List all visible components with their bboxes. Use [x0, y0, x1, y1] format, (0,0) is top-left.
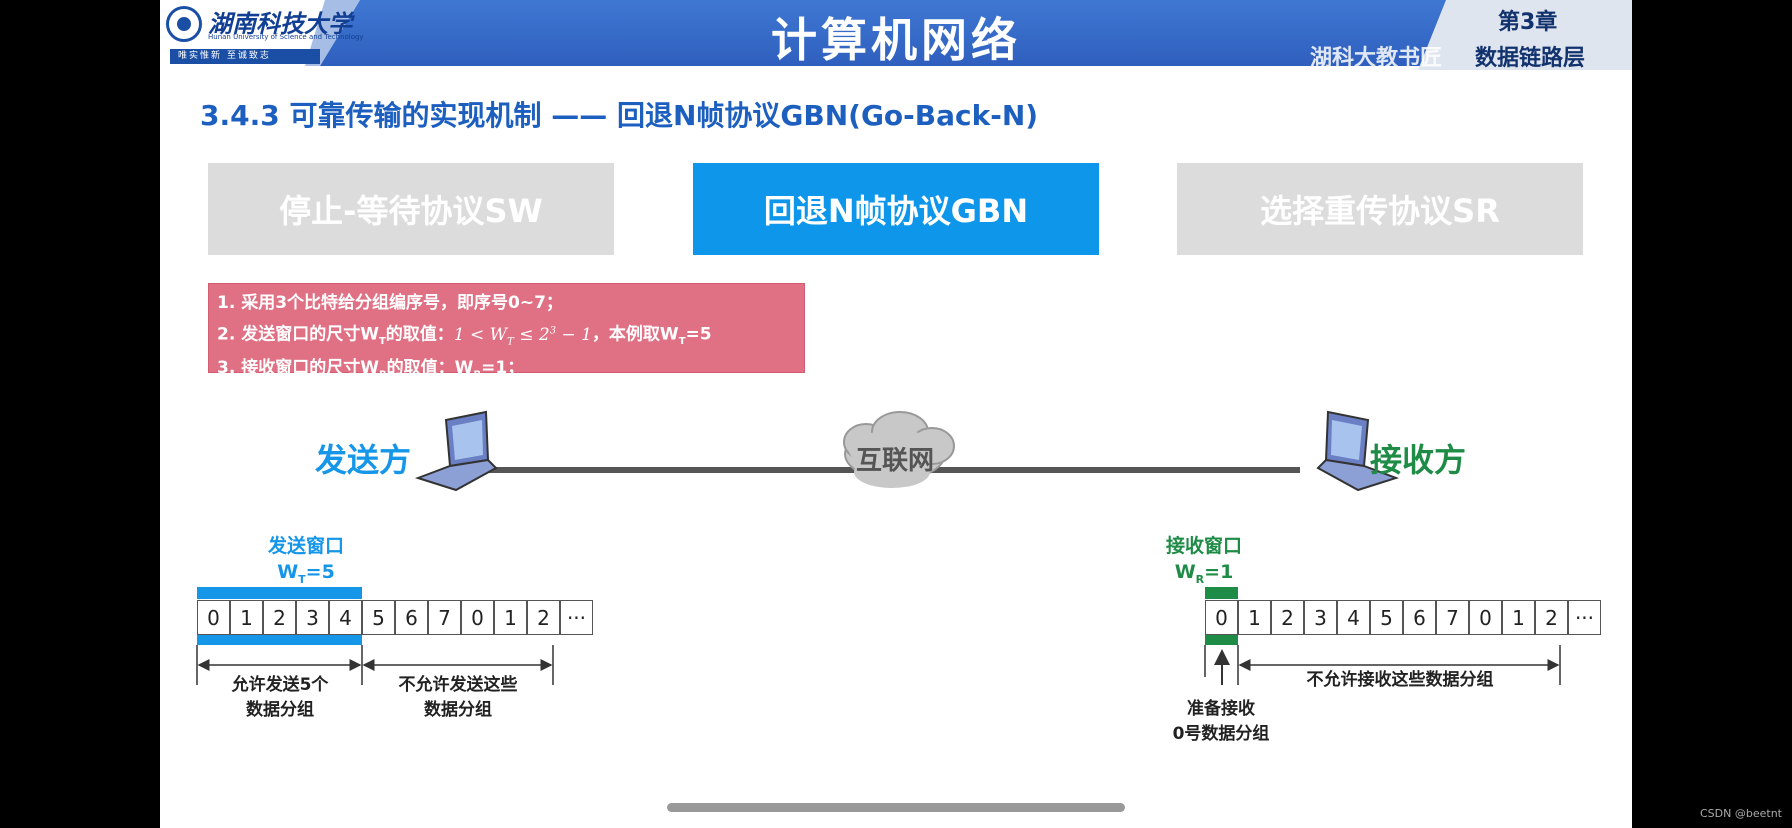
sender-seq-cell: 4: [329, 600, 362, 635]
tab-go-back-n[interactable]: 回退N帧协议GBN: [693, 163, 1099, 255]
sender-seq-cell: ···: [560, 600, 593, 635]
university-name-cn: 湖南科技大学: [208, 9, 352, 38]
note-line-3-mid: 的取值：W: [386, 358, 474, 379]
note-line-2-sub: T: [378, 336, 386, 348]
sender-seq-cell: 0: [461, 600, 494, 635]
sender-label: 发送方: [315, 441, 412, 479]
formula-sub: T: [507, 336, 514, 348]
note-line-2-suffix-sub: T: [678, 336, 686, 348]
csdn-credit: CSDN @beetnt: [1700, 807, 1782, 820]
receiver-range-arrows: [1204, 645, 1561, 685]
sender-window-size-label: W: [277, 561, 299, 583]
sender-range-arrows: [196, 645, 554, 685]
sender-denied-line-1: 不允许发送这些: [398, 675, 518, 695]
sender-window-bar-top: [197, 587, 362, 599]
note-line-2-suffix: ，本例取W: [591, 324, 679, 345]
formula-part-2: ≤ 2: [513, 324, 550, 345]
home-indicator[interactable]: [667, 803, 1125, 812]
network-diagram: [414, 410, 1400, 492]
note-line-3-sub2: R: [473, 369, 482, 381]
university-seal-icon: [166, 6, 202, 42]
note-line-2: 2. 发送窗口的尺寸WT的取值：1 < WT ≤ 23 − 1，本例取WT=5: [217, 317, 796, 355]
tab-selective-repeat[interactable]: 选择重传协议SR: [1177, 163, 1583, 255]
receiver-window-title-text: 接收窗口: [1165, 535, 1242, 557]
receiver-seq-cell: 5: [1370, 600, 1403, 635]
receiver-seq-cell: 2: [1271, 600, 1304, 635]
sender-window-size-sub: T: [298, 572, 306, 586]
notes-box: 1. 采用3个比特给分组编序号，即序号0~7； 2. 发送窗口的尺寸WT的取值：…: [208, 283, 805, 380]
sender-window-bar-bottom: [197, 635, 362, 645]
sender-seq-cell: 2: [263, 600, 296, 635]
note-line-3-end: =1；: [481, 358, 525, 379]
receiver-seq-cell: ···: [1568, 600, 1601, 635]
receiver-window-size: WR=1: [1164, 559, 1244, 593]
sender-seq-cell: 2: [527, 600, 560, 635]
sender-seq-cell: 3: [296, 600, 329, 635]
sender-seq-cell: 6: [395, 600, 428, 635]
sender-seq-cell: 0: [197, 600, 230, 635]
sender-denied-line-2: 数据分组: [424, 700, 492, 720]
sender-window-size: WT=5: [232, 559, 380, 593]
formula-part-1: 1 < W: [453, 324, 508, 345]
internet-cloud-icon: [843, 411, 955, 488]
receiver-window-size-value: =1: [1204, 561, 1234, 583]
sender-seq-cell: 1: [230, 600, 263, 635]
receiver-seq-cell: 4: [1337, 600, 1370, 635]
chapter-panel: [1418, 0, 1632, 70]
receiver-window-title: 接收窗口 WR=1: [1164, 533, 1244, 593]
header-band: [160, 0, 1632, 66]
sender-allowed-note: 允许发送5个 数据分组: [212, 673, 348, 723]
internet-label: 互联网: [855, 446, 934, 476]
sender-allowed-line-2: 数据分组: [246, 700, 314, 720]
section-title: 3.4.3 可靠传输的实现机制 —— 回退N帧协议GBN(Go-Back-N): [200, 99, 1039, 132]
receiver-ready-note: 准备接收 0号数据分组: [1156, 697, 1286, 747]
sender-window-title: 发送窗口 WT=5: [232, 533, 380, 593]
course-title: 计算机网络: [771, 13, 1021, 67]
sender-window-size-value: =5: [305, 561, 335, 583]
receiver-window-bar-top: [1205, 587, 1238, 599]
watermark: 湖科大教书匠: [1310, 46, 1443, 71]
sender-laptop-icon: [414, 410, 498, 492]
receiver-seq-cell: 7: [1436, 600, 1469, 635]
receiver-window-bar-bottom: [1205, 635, 1238, 645]
receiver-seq-cell: 1: [1502, 600, 1535, 635]
sender-allowed-line-1: 允许发送5个: [231, 675, 329, 695]
receiver-window-size-sub: R: [1195, 572, 1205, 586]
university-name-en: Hunan University of Science and Technolo…: [208, 33, 364, 41]
slide: 湖南科技大学 Hunan University of Science and T…: [160, 0, 1632, 828]
note-line-1: 1. 采用3个比特给分组编序号，即序号0~7；: [217, 293, 563, 313]
receiver-seq-cell: 0: [1205, 600, 1238, 635]
tab-stop-and-wait[interactable]: 停止-等待协议SW: [208, 163, 614, 255]
sender-seq-cell: 1: [494, 600, 527, 635]
note-line-3-sub: R: [378, 369, 387, 381]
receiver-seq-cell: 0: [1469, 600, 1502, 635]
sender-window-title-text: 发送窗口: [267, 535, 344, 557]
sender-seq-cell: 7: [428, 600, 461, 635]
receiver-label: 接收方: [1370, 441, 1467, 479]
note-line-2-prefix: 2. 发送窗口的尺寸W: [217, 324, 379, 345]
note-line-2-end: =5: [685, 324, 712, 345]
receiver-window-size-label: W: [1174, 561, 1196, 583]
formula-sup: 3: [549, 325, 557, 336]
receiver-seq-cell: 1: [1238, 600, 1271, 635]
note-line-3-prefix: 3. 接收窗口的尺寸W: [217, 358, 379, 379]
note-line-2-mid: 的取值：: [385, 324, 454, 345]
formula-part-3: − 1: [556, 324, 592, 345]
university-motto: 唯实惟新 至诚致志: [170, 49, 320, 64]
receiver-ready-line-1: 准备接收: [1187, 699, 1255, 719]
chapter-number: 第3章: [1498, 10, 1558, 35]
receiver-laptop-icon: [1316, 410, 1400, 492]
chapter-name: 数据链路层: [1475, 46, 1586, 71]
receiver-ready-line-2: 0号数据分组: [1172, 724, 1270, 744]
receiver-denied-note: 不允许接收这些数据分组: [1306, 670, 1494, 690]
sender-denied-note: 不允许发送这些 数据分组: [368, 673, 548, 723]
receiver-seq-cell: 3: [1304, 600, 1337, 635]
note-line-3: 3. 接收窗口的尺寸WR的取值：WR=1；: [217, 355, 796, 388]
receiver-seq-cell: 6: [1403, 600, 1436, 635]
receiver-seq-cell: 2: [1535, 600, 1568, 635]
sender-seq-cell: 5: [362, 600, 395, 635]
